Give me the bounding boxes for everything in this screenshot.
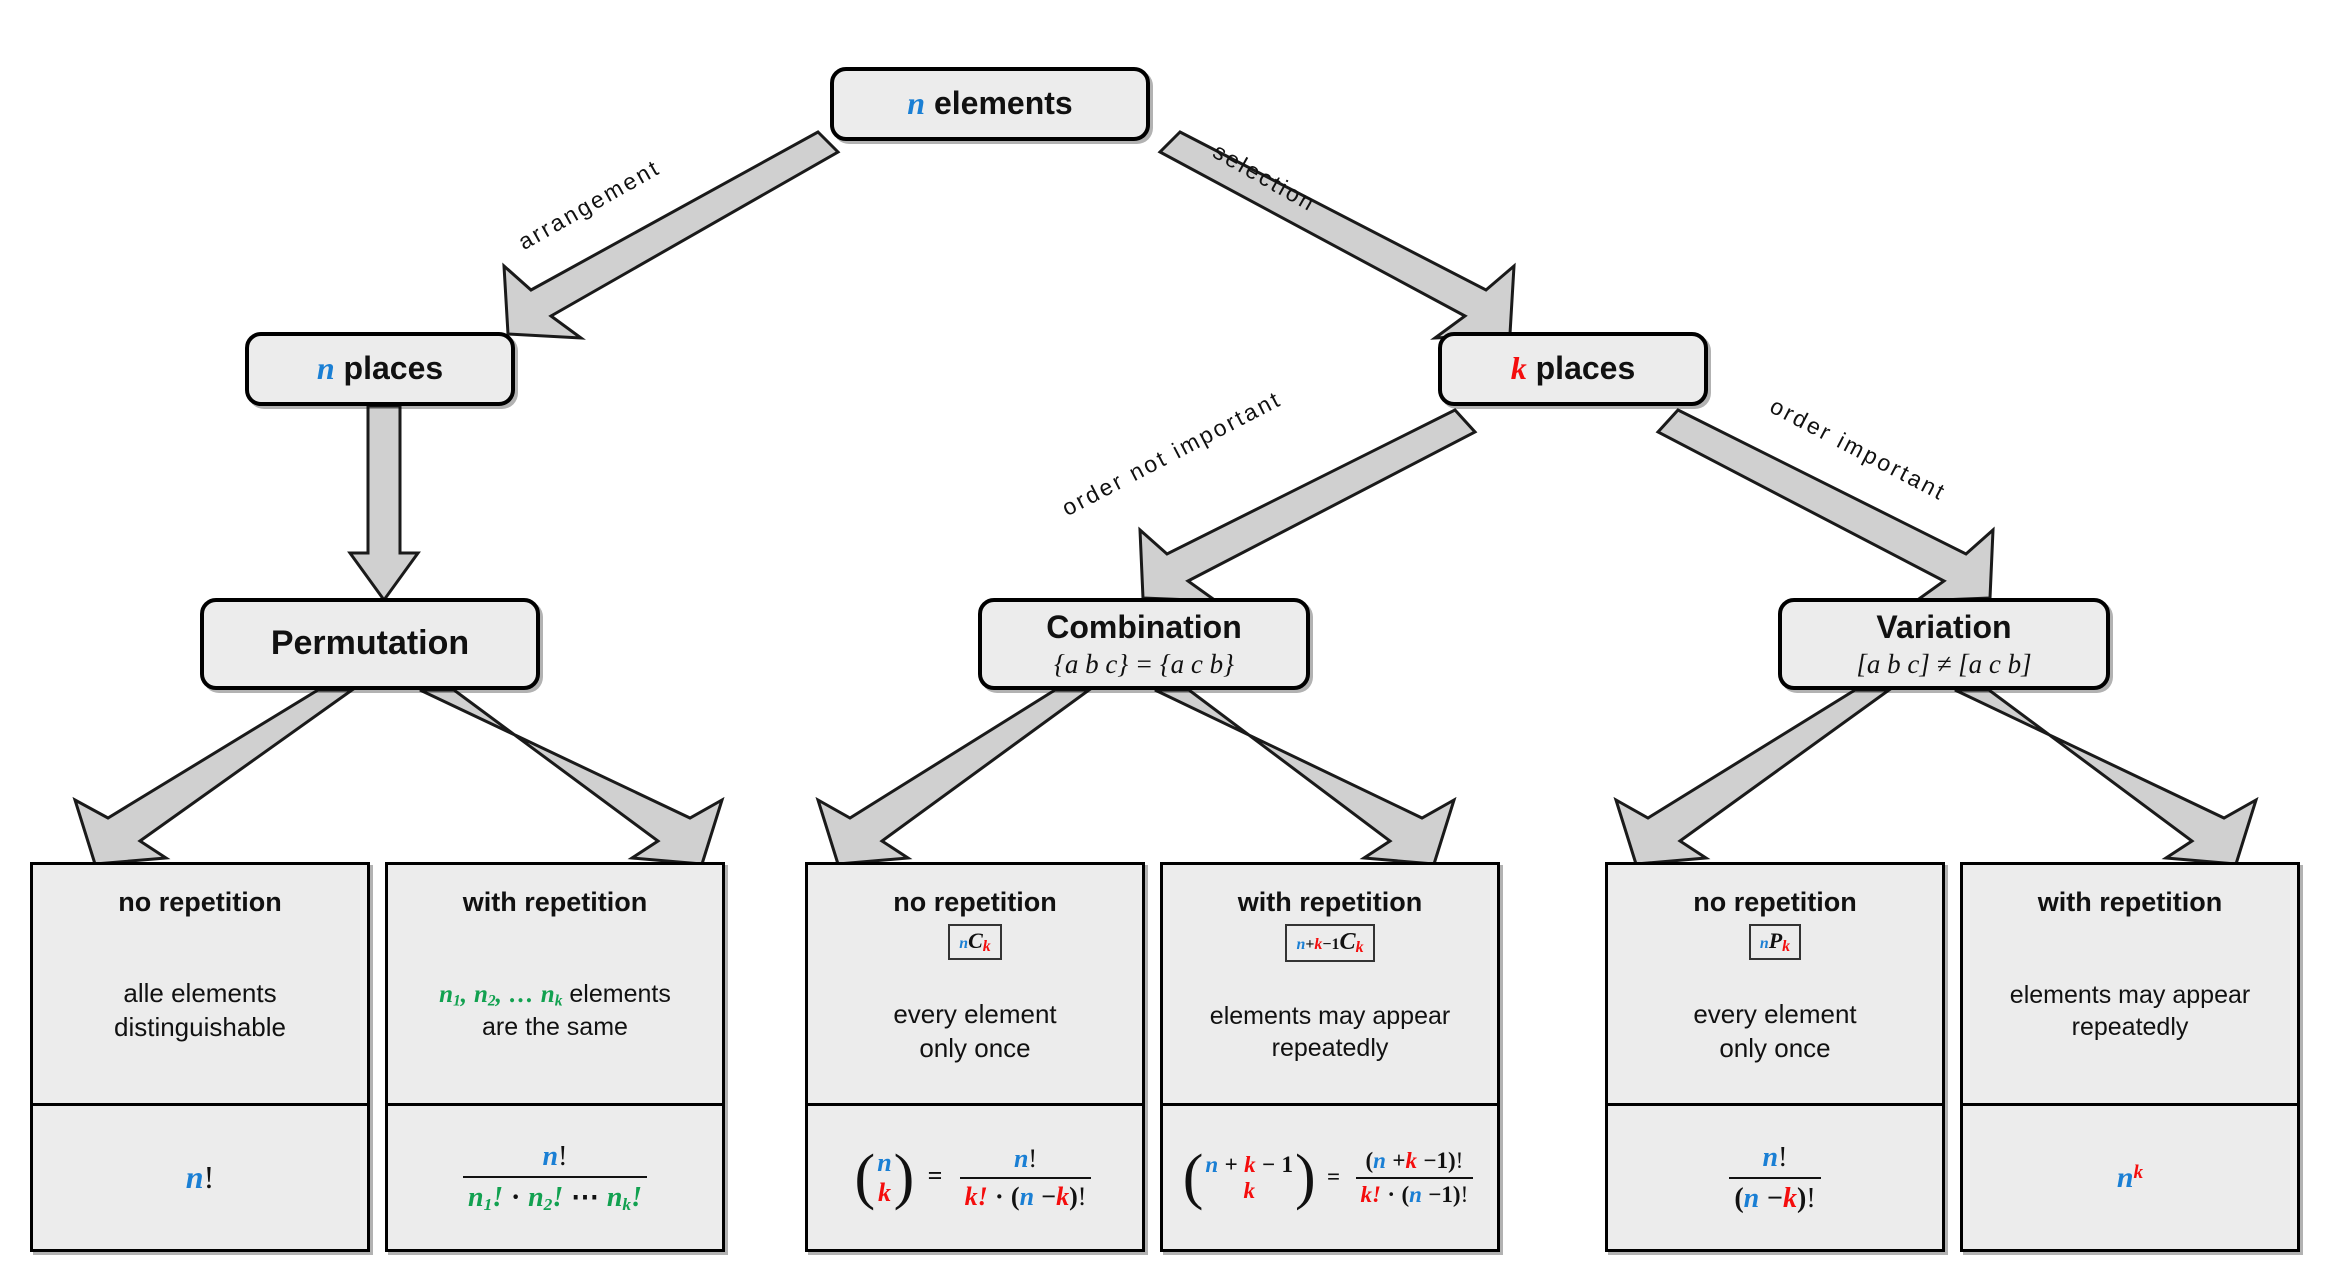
desc-line-2: repeatedly — [2071, 1012, 2189, 1041]
leaf-formula: n! — [185, 1159, 215, 1196]
desc-line-1: every element — [893, 999, 1057, 1030]
fraction: n! k! · (n −k)! — [959, 1143, 1092, 1211]
leaf-heading: with repetition — [2037, 887, 2223, 917]
leaf-upper: with repetition n+k−1Ck elements may app… — [1163, 865, 1497, 1107]
leaf-description: elements may appear repeatedly — [2000, 918, 2260, 1103]
leaf-formula: nk — [2116, 1160, 2144, 1194]
node-k-places[interactable]: k places — [1438, 332, 1708, 406]
edge-label-order-not-important: order not important — [1057, 385, 1286, 521]
leaf-heading: with repetition — [462, 887, 648, 917]
desc-line-2: only once — [919, 1032, 1031, 1063]
leaf-lower: n! n1! · n2! ⋯ nk! — [388, 1106, 722, 1249]
leaf-heading: no repetition — [118, 887, 282, 917]
desc-line-1: elements may appear — [1209, 1002, 1451, 1031]
leaf-notation-npkm1Ck: n+k−1Ck — [1285, 924, 1375, 962]
arrow-var-no-rep — [1613, 688, 1894, 866]
leaf-lower: ( n + k − 1 k ) = (n +k −1)! k! — [1163, 1106, 1497, 1249]
leaf-description: n1, n2, … nk elements are the same — [439, 979, 671, 1042]
desc-line-1: every element — [1693, 999, 1857, 1030]
node-permutation-label: Permutation — [270, 624, 470, 663]
node-n-places[interactable]: n places — [245, 332, 515, 406]
leaf-upper: no repetition nCk every element only onc… — [808, 865, 1142, 1107]
leaf-description: every element only once — [1683, 960, 1866, 1103]
arrow-n-places-permutation — [347, 404, 421, 603]
leaf-heading: no repetition — [1693, 887, 1857, 917]
node-n-places-label: n places — [316, 350, 444, 387]
node-combination-label: Combination — [1046, 609, 1242, 646]
node-combination-sublabel: {a b c} = {a c b} — [1054, 648, 1234, 679]
leaf-notation-nPk: nPk — [1748, 924, 1802, 961]
node-permutation[interactable]: Permutation — [200, 598, 540, 690]
leaf-lower: n! (n −k)! — [1608, 1106, 1942, 1249]
fraction: (n +k −1)! k! · (n −1)! — [1355, 1147, 1474, 1208]
desc-line-2: only once — [1719, 1032, 1831, 1063]
desc-line-2: repeatedly — [1271, 1034, 1389, 1063]
leaf-lower: n! — [33, 1106, 367, 1249]
leaf-formula: ( n k ) = n! k! · (n −k)! — [855, 1143, 1096, 1211]
leaf-combination-no-repetition[interactable]: no repetition nCk every element only onc… — [805, 862, 1145, 1252]
leaf-description: alle elements distinguishable — [104, 918, 296, 1103]
leaf-upper: no repetition alle elements distinguisha… — [33, 865, 367, 1107]
leaf-permutation-with-repetition[interactable]: with repetition n1, n2, … nk elements ar… — [385, 862, 725, 1252]
fraction: n! n1! · n2! ⋯ nk! — [463, 1139, 647, 1215]
arrow-perm-with-rep — [419, 688, 725, 866]
node-variation[interactable]: Variation [a b c] ≠ [a c b] — [1778, 598, 2110, 690]
node-k-places-label: k places — [1510, 350, 1636, 387]
fraction: n! (n −k)! — [1729, 1140, 1821, 1215]
leaf-combination-with-repetition[interactable]: with repetition n+k−1Ck elements may app… — [1160, 862, 1500, 1252]
node-n-elements[interactable]: n elements — [830, 67, 1150, 141]
leaf-variation-no-repetition[interactable]: no repetition nPk every element only onc… — [1605, 862, 1945, 1252]
binomial-coefficient: ( n + k − 1 k ) — [1182, 1143, 1316, 1212]
edge-label-arrangement: arrangement — [513, 153, 665, 255]
arrow-perm-no-rep — [72, 688, 357, 866]
node-combination[interactable]: Combination {a b c} = {a c b} — [978, 598, 1310, 690]
leaf-description: elements may appear repeatedly — [1200, 962, 1460, 1104]
desc-line-2: distinguishable — [113, 1011, 286, 1042]
leaf-lower: nk — [1963, 1106, 2297, 1249]
node-n-elements-label: n elements — [907, 85, 1073, 122]
leaf-upper: no repetition nPk every element only onc… — [1608, 865, 1942, 1107]
leaf-upper: with repetition n1, n2, … nk elements ar… — [388, 865, 722, 1107]
leaf-lower: ( n k ) = n! k! · (n −k)! — [808, 1106, 1142, 1249]
edge-label-selection: selection — [1208, 137, 1321, 217]
edge-label-order-important: order important — [1765, 392, 1951, 506]
arrow-comb-with-rep — [1154, 688, 1457, 866]
arrow-comb-no-rep — [815, 688, 1094, 866]
binomial-coefficient: ( n k ) — [854, 1143, 915, 1212]
leaf-formula: n! (n −k)! — [1725, 1140, 1824, 1215]
leaf-variation-with-repetition[interactable]: with repetition elements may appear repe… — [1960, 862, 2300, 1252]
leaf-notation-nCk: nCk — [948, 924, 1002, 961]
leaf-upper: with repetition elements may appear repe… — [1963, 865, 2297, 1107]
leaf-heading: with repetition — [1237, 887, 1423, 917]
arrow-var-with-rep — [1954, 688, 2259, 866]
node-variation-sublabel: [a b c] ≠ [a c b] — [1856, 648, 2032, 679]
leaf-formula: n! n1! · n2! ⋯ nk! — [459, 1139, 651, 1215]
leaf-description: every element only once — [883, 960, 1066, 1103]
node-variation-label: Variation — [1876, 609, 2012, 646]
leaf-formula: ( n + k − 1 k ) = (n +k −1)! k! — [1182, 1143, 1478, 1212]
leaf-heading: no repetition — [893, 887, 1057, 917]
leaf-permutation-no-repetition[interactable]: no repetition alle elements distinguisha… — [30, 862, 370, 1252]
desc-line-1: elements may appear — [2009, 980, 2251, 1009]
desc-line-1: alle elements — [123, 978, 277, 1009]
